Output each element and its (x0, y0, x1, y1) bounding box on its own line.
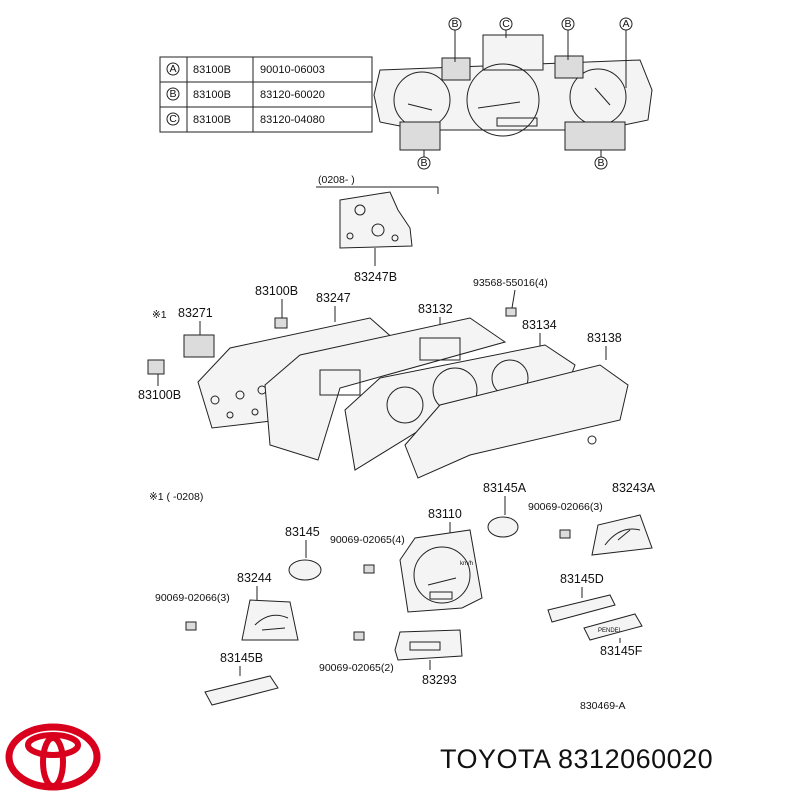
label-90069-02066-3b: 90069-02066(3) (155, 592, 230, 604)
label-83132: 83132 (418, 302, 453, 316)
row-code-c: 83100B (193, 114, 231, 126)
layer-83132-case (264, 317, 507, 461)
layer-83138-cover (404, 364, 629, 479)
gauge-83243a (591, 514, 653, 556)
label-83145b: 83145B (220, 651, 263, 665)
row-code-b: 83100B (193, 89, 231, 101)
cluster-rear-view (373, 30, 653, 157)
marker-b-1: B (451, 18, 458, 30)
reference-table: A 83100B 90010-06003 B 83100B 83120-6002… (159, 56, 373, 133)
label-83145d: 83145D (560, 572, 604, 586)
label-83244: 83244 (237, 571, 272, 585)
label-0208: (0208- ) (318, 174, 355, 186)
label-93568-55016: 93568-55016(4) (473, 277, 548, 289)
label-90069-02065-4: 90069-02065(4) (330, 534, 405, 546)
indicator-lens-83145 (288, 559, 322, 581)
circuit-plate-83247b (339, 191, 413, 266)
row-part-c: 83120-04080 (260, 114, 325, 126)
screw-90069-4 (363, 564, 375, 574)
row-code-a: 83100B (193, 64, 231, 76)
top-markers: B C B A B B (417, 17, 633, 170)
dial-unit: km/h (460, 561, 473, 567)
label-83134: 83134 (522, 318, 557, 332)
indicator-lens-83145a (487, 516, 519, 538)
figure-code: 830469-A (580, 700, 626, 712)
label-83243a: 83243A (612, 481, 656, 495)
marker-b-4: B (597, 157, 604, 169)
label-83145: 83145 (285, 525, 320, 539)
screw-90069-3b (185, 621, 197, 631)
label-90069-02066-3a: 90069-02066(3) (528, 501, 603, 513)
label-star1: ※1 (152, 309, 167, 321)
label-83293: 83293 (422, 673, 457, 687)
label-83247b: 83247B (354, 270, 397, 284)
table-row-b: B 83100B 83120-60020 (166, 87, 325, 101)
pendel-text: PENDEL (598, 628, 623, 634)
bulb-socket-top (274, 317, 288, 329)
marker-c: C (502, 18, 510, 30)
row-key-b: B (169, 88, 176, 100)
label-90069-02065-2: 90069-02065(2) (319, 662, 394, 674)
row-key-a: A (169, 63, 176, 75)
row-part-a: 90010-06003 (260, 64, 325, 76)
lens-83145b (204, 675, 279, 706)
marker-a: A (622, 18, 629, 30)
connector-83271 (183, 334, 215, 358)
row-key-c: C (169, 113, 177, 125)
label-83110: 83110 (428, 507, 462, 521)
screw-93568 (505, 307, 517, 317)
label-83100b-top: 83100B (255, 284, 298, 298)
label-83145a: 83145A (483, 481, 527, 495)
label-83138: 83138 (587, 331, 622, 345)
gauge-83244 (241, 599, 299, 641)
label-83100b-left: 83100B (138, 388, 181, 402)
display-83293 (394, 629, 463, 661)
row-part-b: 83120-60020 (260, 89, 325, 101)
bulb-socket-left (147, 359, 165, 375)
marker-b-3: B (420, 157, 427, 169)
table-row-c: C 83100B 83120-04080 (166, 112, 325, 126)
label-83247: 83247 (316, 291, 351, 305)
screw-90069-2 (353, 631, 365, 641)
table-row-a: A 83100B 90010-06003 (166, 62, 325, 76)
screw-90069-3a (559, 529, 571, 539)
lens-83145f: PENDEL (583, 613, 643, 641)
label-83145f: 83145F (600, 644, 643, 658)
lens-83145d (547, 594, 616, 623)
label-83271: 83271 (178, 306, 213, 320)
toyota-logo (5, 723, 101, 791)
marker-b-2: B (564, 18, 571, 30)
brand-part-number: TOYOTA 8312060020 (440, 744, 714, 774)
label-star1-note: ※1 ( -0208) (149, 491, 203, 503)
bracket-0208: (0208- ) (316, 174, 439, 194)
speedometer-83110: km/h (399, 529, 483, 613)
